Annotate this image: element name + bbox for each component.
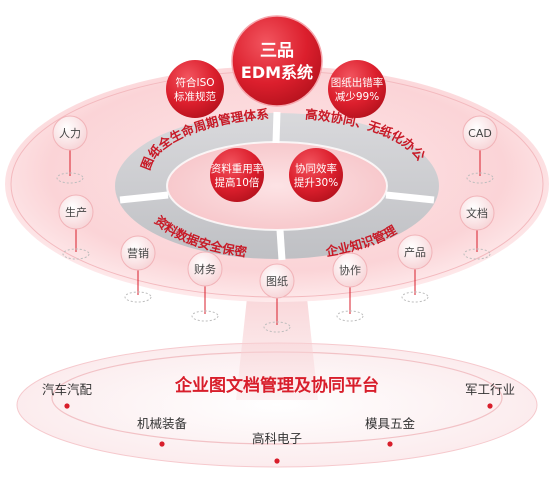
svg-text:协作: 协作 (339, 263, 361, 277)
pin-production: 生产 (58, 194, 94, 260)
svg-text:提高10倍: 提高10倍 (215, 176, 260, 189)
pin-collab: 协作 (332, 252, 368, 322)
svg-text:军工行业: 军工行业 (465, 382, 515, 397)
svg-text:生产: 生产 (65, 205, 87, 219)
pin-finance: 财务 (187, 251, 223, 322)
hub-edm: 三品 EDM系统 (231, 15, 323, 107)
svg-text:图纸出错率: 图纸出错率 (331, 76, 384, 89)
industry-hitech: 高科电子 (252, 431, 302, 464)
svg-text:高科电子: 高科电子 (252, 431, 302, 446)
bubble-iso: 符合ISO 标准规范 (166, 60, 224, 118)
svg-text:文档: 文档 (466, 206, 488, 220)
band-dividers (119, 111, 435, 261)
svg-text:机械装备: 机械装备 (137, 416, 188, 431)
svg-text:营销: 营销 (127, 246, 149, 260)
svg-text:协同效率: 协同效率 (295, 162, 337, 175)
svg-text:提升30%: 提升30% (294, 177, 338, 189)
svg-text:产品: 产品 (404, 245, 426, 259)
svg-text:CAD: CAD (468, 127, 492, 140)
svg-text:模具五金: 模具五金 (365, 416, 416, 431)
bubble-collab-efficiency: 协同效率 提升30% (289, 148, 343, 202)
svg-text:资料重用率: 资料重用率 (211, 162, 264, 175)
svg-text:人力: 人力 (59, 127, 81, 140)
platform-title: 企业图文档管理及协同平台 (174, 375, 379, 396)
hub-line2: EDM系统 (241, 63, 313, 82)
light-beam (236, 270, 318, 400)
pin-product: 产品 (397, 234, 433, 303)
svg-text:标准规范: 标准规范 (174, 90, 216, 103)
industry-machinery: 机械装备 (137, 416, 188, 447)
svg-text:图纸: 图纸 (266, 275, 288, 288)
svg-text:符合ISO: 符合ISO (175, 76, 214, 89)
pin-marketing: 营销 (120, 235, 156, 303)
pin-hr: 人力 (52, 115, 88, 184)
svg-text:汽车汽配: 汽车汽配 (42, 382, 93, 397)
pin-cad: CAD (462, 115, 498, 184)
pin-docs: 文档 (459, 195, 495, 260)
industry-military: 军工行业 (465, 382, 515, 409)
industry-mold: 模具五金 (365, 416, 416, 447)
svg-text:减少99%: 减少99% (335, 91, 379, 103)
bubble-reuse: 资料重用率 提高10倍 (210, 148, 264, 202)
industry-auto: 汽车汽配 (42, 382, 93, 409)
svg-text:财务: 财务 (194, 262, 216, 276)
hub-line1: 三品 (260, 41, 294, 61)
bubble-drawing-error: 图纸出错率 减少99% (328, 60, 386, 118)
pin-drawing: 图纸 (259, 263, 295, 333)
